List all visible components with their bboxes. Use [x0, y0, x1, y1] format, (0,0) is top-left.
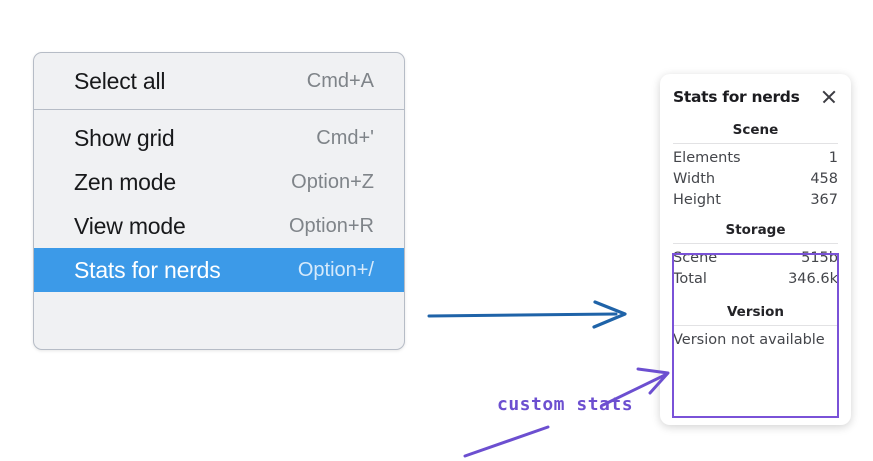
- section-storage: Storage Scene 515b Total 346.6k: [673, 219, 838, 289]
- stat-row: Total 346.6k: [673, 268, 838, 289]
- menu-item-shortcut: Option+/: [297, 258, 374, 281]
- stat-value: 346.6k: [788, 270, 838, 287]
- stat-row: Width 458: [673, 168, 838, 189]
- stats-for-nerds-panel: Stats for nerds Scene Elements 1 Width 4…: [660, 74, 851, 425]
- stat-row: Height 367: [673, 189, 838, 210]
- section-divider: [673, 325, 838, 326]
- section-divider: [673, 243, 838, 244]
- stat-row: Elements 1: [673, 147, 838, 168]
- stat-value: 515b: [801, 249, 838, 266]
- stat-key: Total: [673, 270, 707, 287]
- menu-item-label: Select all: [74, 67, 166, 94]
- menu-item-label: Stats for nerds: [74, 256, 221, 283]
- menu-item-show-grid[interactable]: Show grid Cmd+': [34, 116, 404, 160]
- stat-value: 367: [810, 191, 838, 208]
- stat-key: Elements: [673, 149, 741, 166]
- section-version: Version Version not available: [673, 301, 838, 348]
- section-heading: Scene: [732, 122, 779, 138]
- handwritten-annotation-label: custom stats: [497, 394, 634, 415]
- menu-group-1: Select all Cmd+A: [34, 53, 404, 109]
- stat-key: Scene: [673, 249, 718, 266]
- stat-row: Scene 515b: [673, 247, 838, 268]
- menu-item-label: View mode: [74, 212, 186, 239]
- flow-arrow-icon: [427, 300, 627, 329]
- menu-item-label: Zen mode: [74, 168, 176, 195]
- menu-divider: [34, 109, 404, 110]
- stat-value: 1: [828, 149, 838, 166]
- menu-group-2: Show grid Cmd+' Zen mode Option+Z View m…: [34, 110, 404, 298]
- menu-item-view-mode[interactable]: View mode Option+R: [34, 204, 404, 248]
- menu-item-shortcut: Cmd+A: [306, 69, 374, 92]
- menu-item-select-all[interactable]: Select all Cmd+A: [34, 59, 404, 103]
- section-heading: Version: [726, 304, 785, 320]
- context-menu: Select all Cmd+A Show grid Cmd+' Zen mod…: [33, 52, 405, 350]
- stat-key: Width: [673, 170, 716, 187]
- menu-item-label: Show grid: [74, 124, 175, 151]
- panel-header: Stats for nerds: [673, 85, 838, 109]
- version-note: Version not available: [673, 332, 825, 348]
- menu-item-stats-for-nerds[interactable]: Stats for nerds Option+/: [34, 248, 404, 292]
- section-scene: Scene Elements 1 Width 458 Height 367: [673, 119, 838, 210]
- section-heading: Storage: [725, 222, 786, 238]
- callout-tail-stroke: [463, 425, 550, 458]
- panel-title: Stats for nerds: [673, 88, 800, 106]
- stat-key: Height: [673, 191, 721, 208]
- menu-item-shortcut: Option+Z: [291, 170, 374, 193]
- menu-item-shortcut: Cmd+': [316, 126, 374, 149]
- close-icon[interactable]: [820, 88, 838, 106]
- menu-item-zen-mode[interactable]: Zen mode Option+Z: [34, 160, 404, 204]
- section-divider: [673, 143, 838, 144]
- stat-value: 458: [810, 170, 838, 187]
- menu-item-shortcut: Option+R: [288, 214, 374, 237]
